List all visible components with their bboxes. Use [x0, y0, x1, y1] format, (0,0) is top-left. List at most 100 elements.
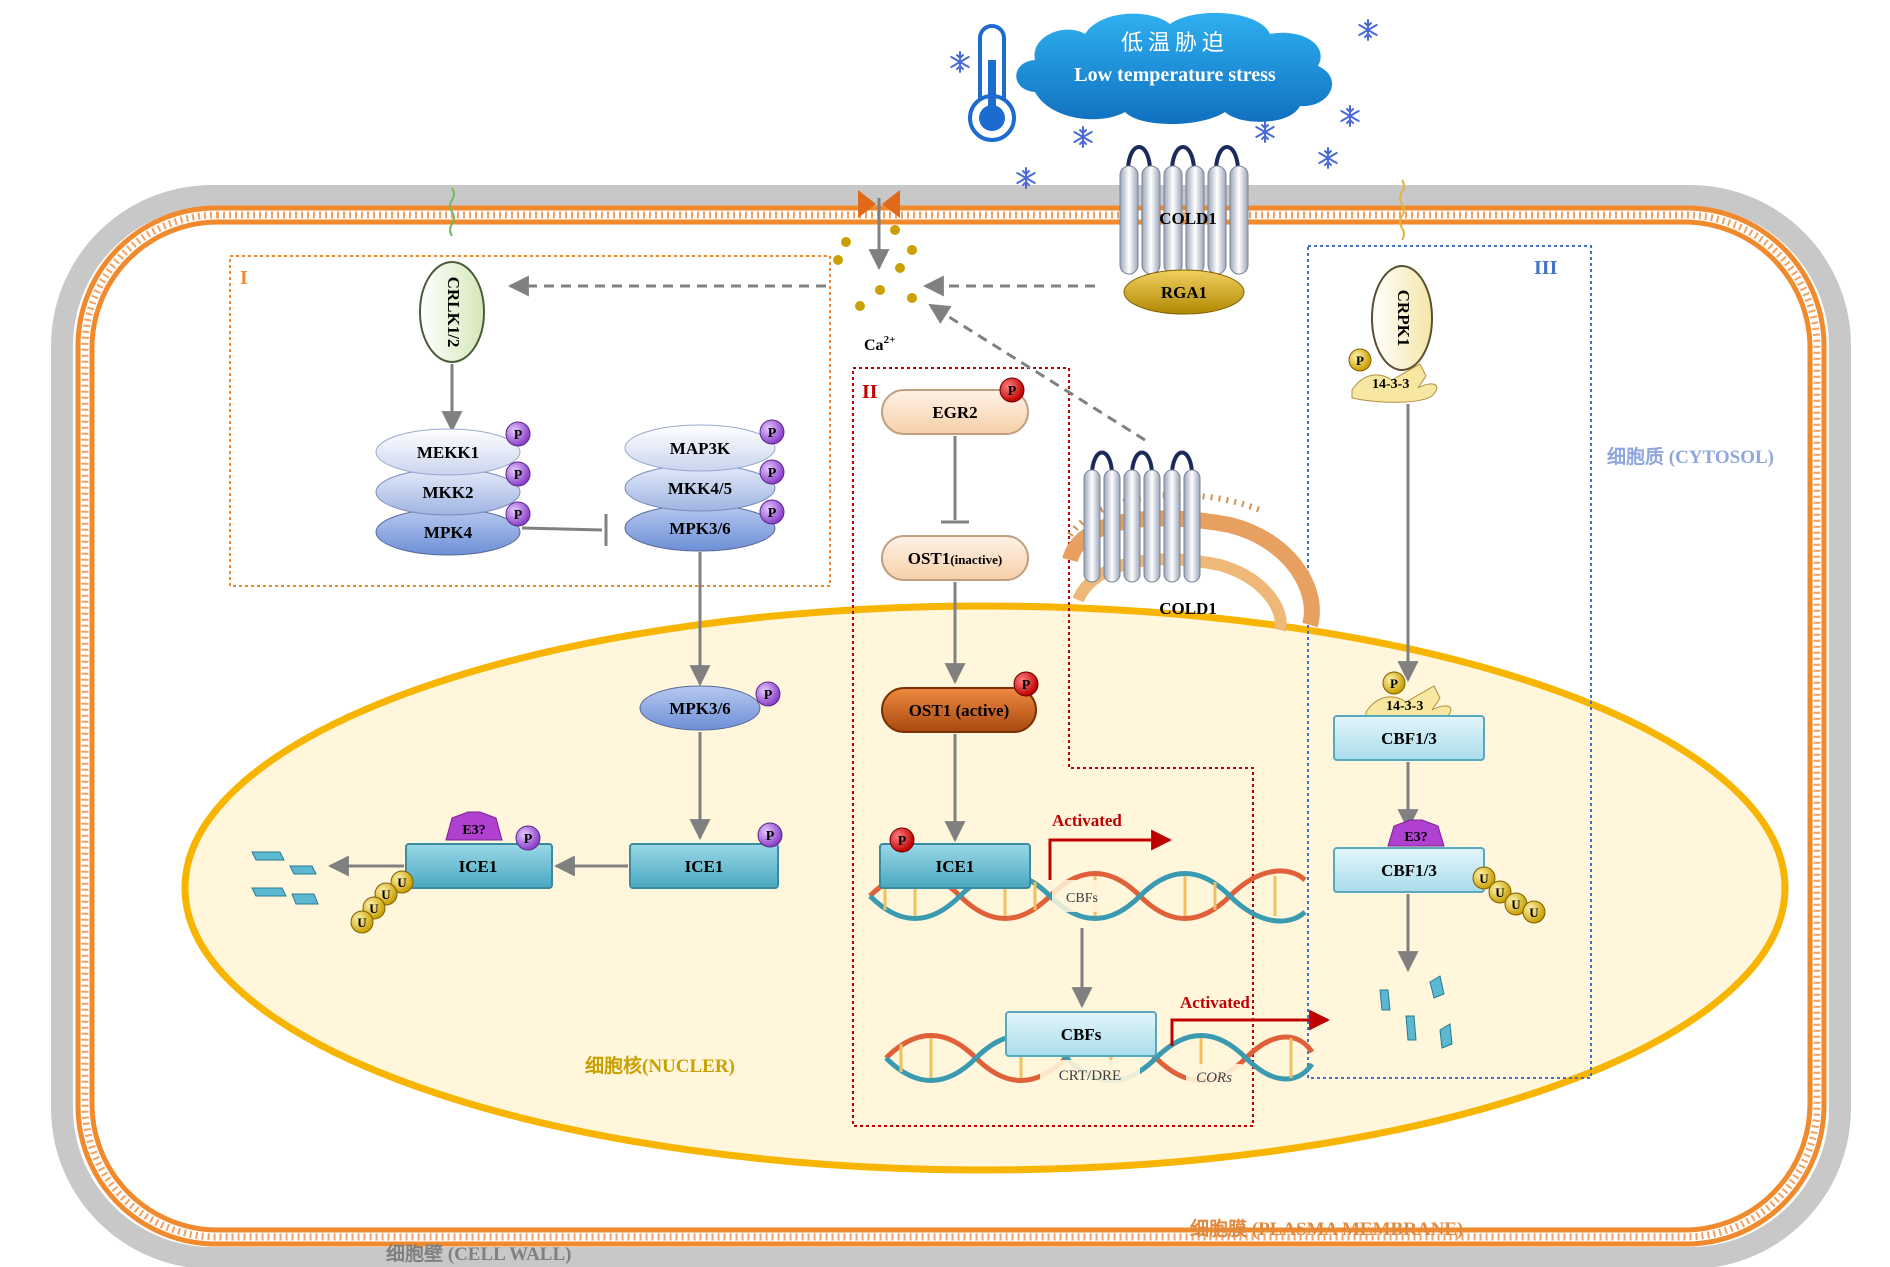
svg-text:E3?: E3?	[1404, 830, 1427, 845]
thermometer-icon	[968, 24, 1016, 142]
ost1-active-label: OST1 (active)	[909, 701, 1010, 720]
activated-label-1: Activated	[1052, 811, 1122, 830]
crt-dre-label: CRT/DRE	[1059, 1068, 1121, 1084]
phospho-marks-right	[759, 419, 785, 525]
rga1-protein	[1123, 269, 1245, 315]
cbfs-gene-label: CBFs	[1066, 891, 1098, 906]
ubiquitin-chain-left	[350, 870, 414, 934]
degraded-fragments-left	[251, 851, 319, 905]
plasma-membrane-label: 细胞膜 (PLASMA MEMBRANE)	[1190, 1217, 1463, 1240]
mkk2-label: MKK2	[423, 483, 474, 502]
mkk45-label: MKK4/5	[668, 479, 732, 498]
phospho-mark: P	[898, 834, 907, 849]
crpk1-label: CRPK1	[1394, 290, 1413, 347]
rga1-label: RGA1	[1161, 283, 1207, 302]
phospho-marks-left	[505, 421, 531, 527]
activated-arrow-2	[1170, 1009, 1331, 1046]
map3k-label: MAP3K	[670, 439, 731, 458]
mpk4-inhibits-mpk36	[521, 526, 603, 532]
crlk1-2-protein	[419, 261, 485, 363]
cbfs-protein-label: CBFs	[1061, 1025, 1102, 1044]
mpk36-nuclear-protein	[639, 685, 761, 731]
region-label-2: II	[862, 381, 878, 403]
mekk1-mkk2-mpk4-stack	[375, 428, 521, 556]
p1433-cytosol-label: 14-3-3	[1372, 377, 1409, 392]
phospho-mark: P	[1356, 353, 1364, 368]
crpk1-protein	[1371, 265, 1433, 371]
ubiquitin-mark: U	[1479, 871, 1489, 886]
cbf13-protein-a	[1333, 715, 1485, 761]
phospho-mark: P	[514, 508, 523, 523]
cold1-er-protein	[1083, 450, 1201, 583]
nucleus-label: 细胞核(NUCLER)	[585, 1054, 735, 1077]
plasma-membrane-dots	[81, 211, 1821, 1241]
calcium-label: Ca2+	[864, 334, 895, 354]
phospho-mark: P	[766, 829, 775, 844]
e3-ligase-right	[1387, 819, 1445, 847]
mpk4-label: MPK4	[424, 523, 473, 542]
phospho-mark: P	[764, 688, 773, 703]
calcium-channel-icon	[858, 190, 900, 218]
ubiquitin-mark: U	[381, 887, 391, 902]
cors-label: CORs	[1196, 1070, 1232, 1086]
region-label-1: I	[240, 267, 248, 289]
cbf13-label-a: CBF1/3	[1381, 729, 1437, 748]
region-label-3: III	[1534, 257, 1558, 279]
stress-title-cn: 低温胁迫	[1121, 30, 1229, 55]
ice1-right-label: ICE1	[685, 857, 724, 876]
cbfs-protein	[1005, 1011, 1157, 1057]
phospho-mark: P	[514, 428, 523, 443]
cold1-er-label: COLD1	[1159, 599, 1217, 618]
p1433-cytosol-protein	[1351, 363, 1438, 403]
ubiquitin-mark: U	[1511, 897, 1521, 912]
region-box-2	[852, 367, 1254, 1127]
phospho-mark: P	[768, 466, 777, 481]
stress-title-en: Low temperature stress	[1074, 64, 1276, 86]
ost1-active-protein	[881, 687, 1037, 733]
cytosol-label: 细胞质 (CYTOSOL)	[1607, 445, 1774, 468]
cell-wall	[51, 185, 1851, 1267]
cbf13-label-b: CBF1/3	[1381, 861, 1437, 880]
mpk36-label: MPK3/6	[669, 519, 730, 538]
ost1-inactive-label: OST1(inactive)	[908, 549, 1003, 568]
mpk36-nuclear-label: MPK3/6	[669, 699, 730, 718]
cold1-membrane-label: COLD1	[1159, 209, 1217, 228]
ubiquitin-mark: U	[397, 875, 407, 890]
ubiquitin-mark: U	[369, 901, 379, 916]
ubiquitin-chain-right	[1472, 866, 1546, 924]
ice1-dna-box	[879, 843, 1031, 889]
activated-label-2: Activated	[1180, 993, 1250, 1012]
region-box-1	[229, 255, 831, 587]
egr2-label: EGR2	[932, 403, 977, 422]
e3-ligase-left	[445, 811, 503, 841]
ubiquitin-mark: U	[1529, 905, 1539, 920]
phospho-mark: P	[768, 506, 777, 521]
ice1-left-label: ICE1	[459, 857, 498, 876]
stress-cloud	[1016, 12, 1333, 124]
ubiquitin-mark: U	[357, 915, 367, 930]
svg-text:E3?: E3?	[462, 823, 485, 838]
ost1-inactive-protein	[881, 535, 1029, 581]
phospho-mark: P	[524, 832, 533, 847]
map3k-mkk45-mpk36-stack	[624, 424, 776, 552]
phospho-mark: P	[768, 426, 777, 441]
er-cold1-to-ca-arrow	[928, 303, 1146, 442]
phospho-mark: P	[514, 468, 523, 483]
plasma-membrane-outer	[75, 205, 1827, 1247]
ice1-dna-label: ICE1	[936, 857, 975, 876]
egr2-protein	[881, 389, 1029, 435]
calcium-ions	[833, 225, 917, 311]
activated-arrow-1	[1048, 829, 1173, 880]
ice1-left-box	[405, 843, 553, 889]
region-box-3	[1307, 245, 1592, 1079]
phospho-mark: P	[1022, 678, 1031, 693]
phospho-mark: P	[1390, 676, 1398, 691]
degraded-fragments-right	[1379, 975, 1453, 1049]
crlk1-2-label: CRLK1/2	[444, 277, 463, 348]
mekk1-label: MEKK1	[417, 443, 479, 462]
p1433-nuclear-label: 14-3-3	[1386, 699, 1423, 714]
ubiquitin-mark: U	[1495, 885, 1505, 900]
phospho-mark: P	[1008, 384, 1017, 399]
ice1-right-box	[629, 843, 779, 889]
